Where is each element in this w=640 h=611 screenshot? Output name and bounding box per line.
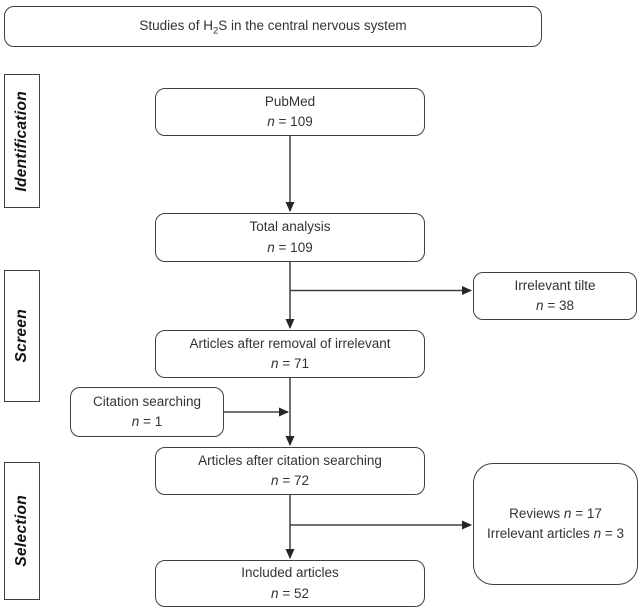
node-label: Total analysis [249,219,331,235]
n-symbol: n [536,298,544,313]
node-citation-searching: Citation searching n = 1 [70,387,224,437]
n-symbol: n [271,585,279,601]
node-count: n = 71 [271,356,309,371]
exclusion-line-irrelevant-articles: Irrelevant articles n = 3 [487,526,624,541]
subscript-2: 2 [212,26,219,38]
node-pubmed: PubMed n = 109 [155,88,425,136]
node-included: Included articles n = 52 [155,560,425,607]
node-after-citation: Articles after citation searching n = 72 [155,447,425,495]
n-symbol: n [271,473,279,488]
node-label: Articles after citation searching [198,452,382,468]
node-total-analysis: Total analysis n = 109 [155,213,425,262]
node-exclusions: Reviews n = 17 Irrelevant articles n = 3 [473,463,638,585]
node-count: n = 109 [267,114,313,129]
node-label: Included articles [241,565,339,581]
node-label: Irrelevant tilte [514,277,596,293]
node-label: PubMed [264,93,316,109]
node-label: Citation searching [92,393,202,409]
node-after-removal: Articles after removal of irrelevant n =… [155,330,425,378]
stage-label-selection: Selection [4,462,40,600]
n-symbol: n [131,414,140,429]
node-count: n = 109 [267,239,313,255]
title-box: Studies of H2S in the central nervous sy… [4,6,542,47]
stage-label-screen: Screen [4,270,40,402]
n-symbol: n [267,114,275,129]
node-irrelevant-title: Irrelevant tilte n = 38 [473,272,637,320]
n-symbol: n [563,505,572,521]
node-count: n = 52 [271,585,309,601]
node-count: n = 1 [131,414,163,429]
page-title: Studies of H2S in the central nervous sy… [139,18,407,38]
stage-label-identification: Identification [4,74,40,208]
node-count: n = 72 [271,473,309,488]
node-label: Articles after removal of irrelevant [189,335,391,351]
n-symbol: n [267,239,275,255]
node-count: n = 38 [536,298,574,313]
exclusion-line-reviews: Reviews n = 17 [509,505,602,521]
n-symbol: n [593,526,602,541]
n-symbol: n [271,356,279,371]
